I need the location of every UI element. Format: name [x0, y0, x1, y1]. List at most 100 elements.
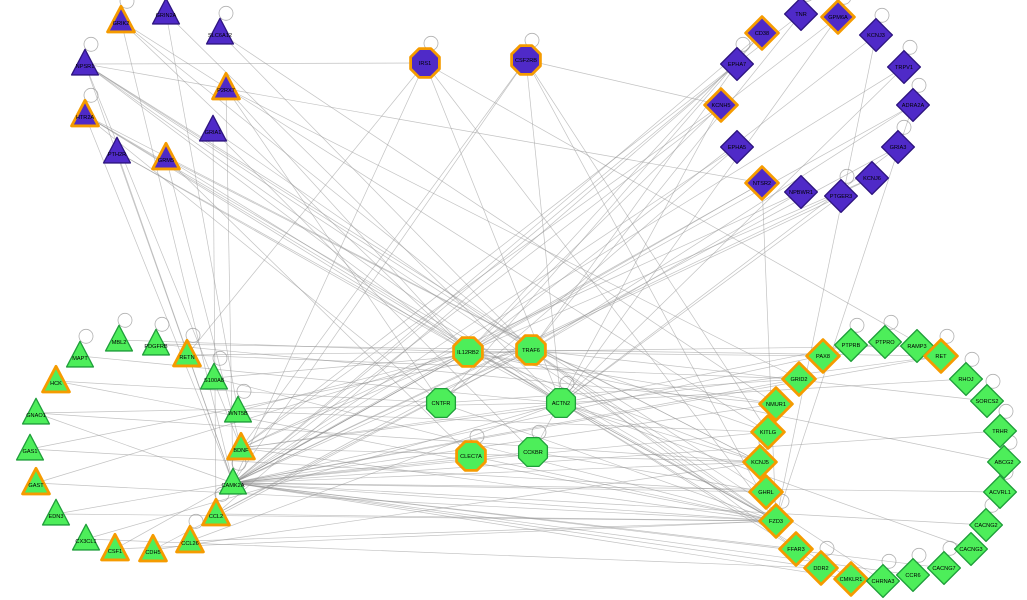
graph-edge: [467, 104, 722, 353]
triangle-node-shape: [70, 98, 100, 128]
graph-node-epha5[interactable]: EPHA5: [719, 129, 755, 165]
self-loop-edge: [837, 0, 851, 5]
graph-edge: [165, 157, 242, 449]
triangle-node-shape: [198, 114, 228, 142]
graph-node-acvrl1[interactable]: ACVRL1: [982, 474, 1018, 510]
triangle-node-shape: [104, 324, 134, 352]
graph-node-tnr[interactable]: TNR: [783, 0, 819, 32]
graph-node-il12rb2[interactable]: IL12RB2: [452, 336, 484, 368]
diamond-node-shape: [953, 531, 989, 567]
graph-node-npsr1[interactable]: NPSR1: [70, 48, 100, 76]
self-loop-edge: [911, 77, 927, 93]
graph-node-cckbr[interactable]: CCKBR: [517, 436, 549, 468]
graph-node-kcnj3[interactable]: KCNJ3: [858, 17, 894, 53]
graph-node-ptger3[interactable]: PTGER3: [823, 178, 859, 214]
graph-node-ghrl[interactable]: GHRL: [748, 474, 784, 510]
graph-node-traf6[interactable]: TRAF6: [515, 334, 547, 366]
graph-edge: [84, 114, 777, 522]
graph-edge: [467, 351, 777, 405]
graph-node-sorcs2[interactable]: SORCS2: [969, 383, 1005, 419]
diamond-node-shape: [805, 338, 841, 374]
graph-node-cacng7[interactable]: CACNG7: [926, 550, 962, 586]
triangle-node-shape: [205, 17, 235, 45]
triangle-node-shape: [65, 340, 95, 368]
graph-node-grik2[interactable]: GRIK2: [106, 4, 136, 34]
graph-node-gast[interactable]: GAST: [21, 466, 51, 496]
graph-edge: [240, 59, 527, 449]
graph-node-kcnj5[interactable]: KCNJ5: [742, 444, 778, 480]
graph-node-cntfr[interactable]: CNTFR: [425, 387, 457, 419]
graph-edge: [440, 402, 777, 522]
self-loop-edge: [802, 0, 812, 2]
graph-node-trhr[interactable]: TRHR: [982, 413, 1018, 449]
graph-node-gria3[interactable]: GRIA3: [880, 129, 916, 165]
graph-node-ccl26[interactable]: CCL26: [175, 524, 205, 554]
graph-edge: [35, 351, 469, 484]
diamond-node-shape: [982, 474, 1018, 510]
graph-node-grm5[interactable]: GRM5: [151, 141, 181, 171]
graph-edge: [530, 349, 769, 433]
graph-node-ccr6[interactable]: CCR6: [895, 557, 931, 593]
graph-node-htr2a[interactable]: HTR2A: [70, 98, 100, 128]
graph-node-mbl2[interactable]: MBL2: [104, 324, 134, 352]
graph-node-gria1[interactable]: GRIA1: [198, 114, 228, 142]
graph-node-csf1[interactable]: CSF1: [100, 532, 130, 562]
graph-node-ccl2[interactable]: CCL2: [201, 497, 231, 527]
graph-edge: [440, 32, 763, 404]
graph-node-cd38[interactable]: CD38: [744, 15, 780, 51]
graph-edge: [165, 157, 562, 404]
graph-node-clec7a[interactable]: CLEC7A: [455, 440, 487, 472]
graph-node-abcg2[interactable]: ABCG2: [986, 444, 1022, 480]
graph-node-bdnf[interactable]: BDNF: [226, 431, 256, 461]
graph-edge: [152, 461, 761, 551]
graph-node-hck[interactable]: HCK: [41, 364, 71, 394]
graph-edge: [213, 377, 777, 522]
graph-node-slc6a12[interactable]: SLC6A12: [205, 17, 235, 45]
graph-node-gnao1[interactable]: GNAO1: [21, 397, 51, 425]
graph-node-csf2rb[interactable]: CSF2RB: [510, 44, 542, 76]
graph-node-p2rx7[interactable]: P2RX7: [211, 71, 241, 101]
graph-node-irs1[interactable]: IRS1: [409, 47, 441, 79]
diamond-node-shape: [969, 383, 1005, 419]
graph-edge: [240, 104, 722, 449]
diamond-node-shape: [982, 413, 1018, 449]
self-loop-edge: [236, 383, 252, 399]
graph-node-adra2a[interactable]: ADRA2A: [895, 87, 931, 123]
graph-edge: [237, 410, 769, 433]
graph-node-actn2[interactable]: ACTN2: [545, 387, 577, 419]
diamond-node-shape: [783, 174, 819, 210]
graph-node-mapt[interactable]: MAPT: [65, 340, 95, 368]
diamond-node-shape: [867, 324, 903, 360]
self-loop-edge: [83, 36, 99, 52]
graph-node-cx3cl1[interactable]: CX3CL1: [71, 523, 101, 551]
graph-edge: [560, 16, 839, 404]
graph-node-rhoj[interactable]: RHOJ: [948, 361, 984, 397]
triangle-node-shape: [141, 328, 171, 356]
graph-edge: [530, 104, 914, 351]
diamond-node-shape: [895, 87, 931, 123]
graph-edge: [240, 447, 777, 522]
graph-node-kitlg[interactable]: KITLG: [750, 414, 786, 450]
graph-node-grid2[interactable]: GRID2: [781, 361, 817, 397]
graph-node-kcnj6[interactable]: KCNJ6: [854, 160, 890, 196]
self-loop-edge: [883, 314, 899, 330]
triangle-node-shape: [201, 497, 231, 527]
graph-node-ddr2[interactable]: DDR2: [803, 550, 839, 586]
graph-node-pdgfrb[interactable]: PDGFRB: [141, 328, 171, 356]
graph-node-nmur1[interactable]: NMUR1: [758, 386, 794, 422]
graph-node-fzd3[interactable]: FZD3: [758, 503, 794, 539]
graph-node-gpm6a[interactable]: GPM6A: [820, 0, 856, 35]
graph-edge: [530, 349, 884, 582]
graph-edge: [530, 349, 777, 522]
graph-node-grin2a[interactable]: GRIN2A: [151, 0, 181, 25]
graph-edge: [232, 482, 777, 522]
self-loop-edge: [985, 373, 1001, 389]
diamond-node-shape: [968, 507, 1004, 543]
graph-edge: [240, 447, 761, 463]
graph-node-pth2r[interactable]: PTH2R: [102, 136, 132, 164]
graph-edge: [225, 87, 442, 404]
triangle-node-shape: [226, 431, 256, 461]
graph-edge: [212, 129, 217, 515]
graph-edge: [560, 378, 967, 404]
